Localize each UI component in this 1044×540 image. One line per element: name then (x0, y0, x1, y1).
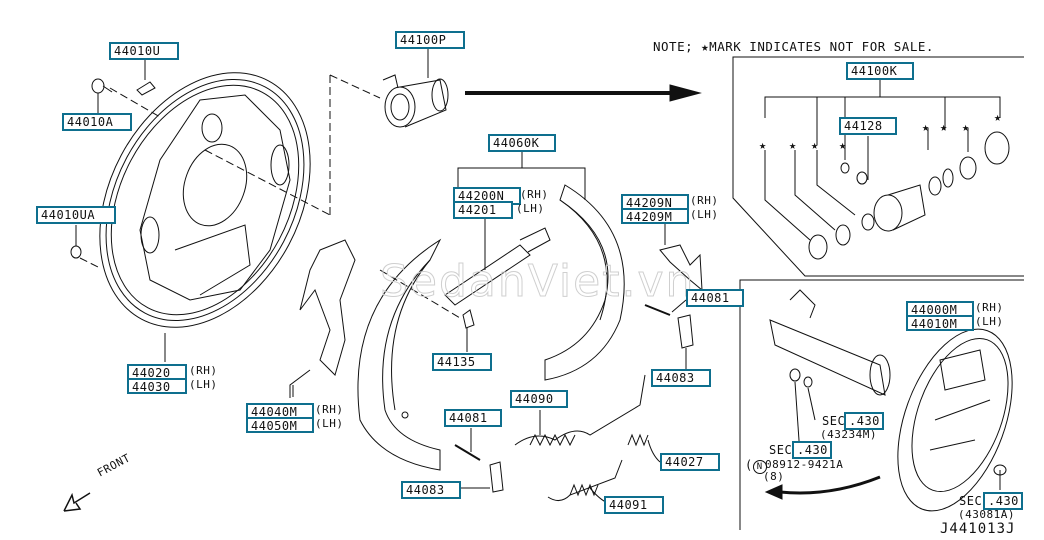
front-arrow-icon (63, 492, 91, 512)
bolt-drawing (91, 78, 113, 94)
pin-drawing (644, 304, 671, 316)
note-text: NOTE; ★MARK INDICATES NOT FOR SALE. (653, 39, 934, 54)
part-label-44091[interactable]: 44091 (604, 496, 664, 514)
lever-drawing (659, 244, 703, 292)
wheel-cylinder-drawing (382, 74, 449, 128)
sec-prefix-c: SEC (959, 494, 983, 508)
brake-shoe-left-drawing (357, 238, 442, 471)
part-label-44010A[interactable]: 44010A (62, 113, 132, 131)
part-label-44081-lower[interactable]: 44081 (444, 409, 502, 427)
part-label-44090[interactable]: 44090 (510, 390, 568, 408)
not-for-sale-star-icon: ★ (789, 138, 797, 152)
brake-assembly-drawing (897, 305, 1013, 512)
part-label-44030[interactable]: 44030 (127, 378, 187, 394)
brake-shoe-right-drawing (544, 184, 625, 381)
section-ref-430-b[interactable]: .430 (792, 441, 832, 459)
part-label-44027[interactable]: 44027 (660, 453, 720, 471)
not-for-sale-star-icon: ★ (922, 120, 930, 134)
diagram-code: J441013J (940, 521, 1016, 537)
suffix-lh-44010M: (LH) (975, 315, 1004, 328)
part-label-44128[interactable]: 44128 (839, 117, 897, 135)
watermark: SedanViet.vn (379, 256, 696, 308)
suffix-rh-44020: (RH) (189, 364, 218, 377)
part-label-44083-lower[interactable]: 44083 (401, 481, 461, 499)
suffix-lh-44030: (LH) (189, 378, 218, 391)
part-label-44010M[interactable]: 44010M (906, 315, 974, 331)
part-label-44010UA[interactable]: 44010UA (36, 206, 116, 224)
nut-symbol: (N (745, 458, 767, 474)
axle-housing-drawing (769, 289, 891, 456)
backing-plate-drawing (99, 72, 311, 328)
adjuster-drawing (444, 210, 551, 306)
plug-drawing (70, 245, 82, 259)
retainer-drawing (677, 314, 694, 349)
part-label-44083-upper[interactable]: 44083 (651, 369, 711, 387)
part-label-44209M[interactable]: 44209M (621, 208, 689, 224)
n-circle-icon: N (752, 460, 767, 474)
not-for-sale-star-icon: ★ (994, 110, 1002, 124)
suffix-rh-44200N: (RH) (520, 188, 549, 201)
section-ref-430-c[interactable]: .430 (983, 492, 1023, 510)
part-label-44081-upper[interactable]: 44081 (686, 289, 744, 307)
part-label-44100K[interactable]: 44100K (846, 62, 914, 80)
sec-prefix-a: SEC (822, 414, 846, 428)
part-label-44010U[interactable]: 44010U (109, 42, 179, 60)
strut-plate-drawing (289, 239, 356, 398)
part-label-44040M[interactable]: 44040M (246, 403, 314, 419)
suffix-lh-44201: (LH) (516, 202, 545, 215)
inset-exploded-box (732, 56, 1024, 277)
not-for-sale-star-icon: ★ (940, 120, 948, 134)
sec-sub-43081A: (43081A) (958, 508, 1015, 521)
suffix-lh-44209M: (LH) (690, 208, 719, 221)
inset-assembly-box (739, 279, 1024, 530)
not-for-sale-star-icon: ★ (962, 120, 970, 134)
not-for-sale-star-icon: ★ (839, 138, 847, 152)
suffix-lh-44050M: (LH) (315, 417, 344, 430)
guide-lines (79, 74, 461, 319)
shoe-hold-clip-drawing (462, 309, 475, 329)
inset-cylinder-parts-drawing (808, 131, 1010, 260)
part-label-44201[interactable]: 44201 (453, 201, 513, 219)
not-for-sale-star-icon: ★ (811, 138, 819, 152)
part-label-44100P[interactable]: 44100P (395, 31, 465, 49)
not-for-sale-star-icon: ★ (759, 138, 767, 152)
part-label-44050M[interactable]: 44050M (246, 417, 314, 433)
part-label-44135[interactable]: 44135 (432, 353, 492, 371)
suffix-rh-44000M: (RH) (975, 301, 1004, 314)
spring-44027-drawing (627, 433, 661, 463)
sec-prefix-b: SEC (769, 443, 793, 457)
suffix-rh-44040M: (RH) (315, 403, 344, 416)
sec-sub-43234M: (43234M) (820, 428, 877, 441)
spring-44090-drawing (514, 374, 646, 447)
sec-part-08912-9421A: 08912-9421A (765, 458, 844, 471)
suffix-rh-44209N: (RH) (690, 194, 719, 207)
part-label-44060K[interactable]: 44060K (488, 134, 556, 152)
section-ref-430-a[interactable]: .430 (844, 412, 884, 430)
clip-drawing (136, 81, 156, 96)
sec-qty: (8) (763, 470, 785, 483)
